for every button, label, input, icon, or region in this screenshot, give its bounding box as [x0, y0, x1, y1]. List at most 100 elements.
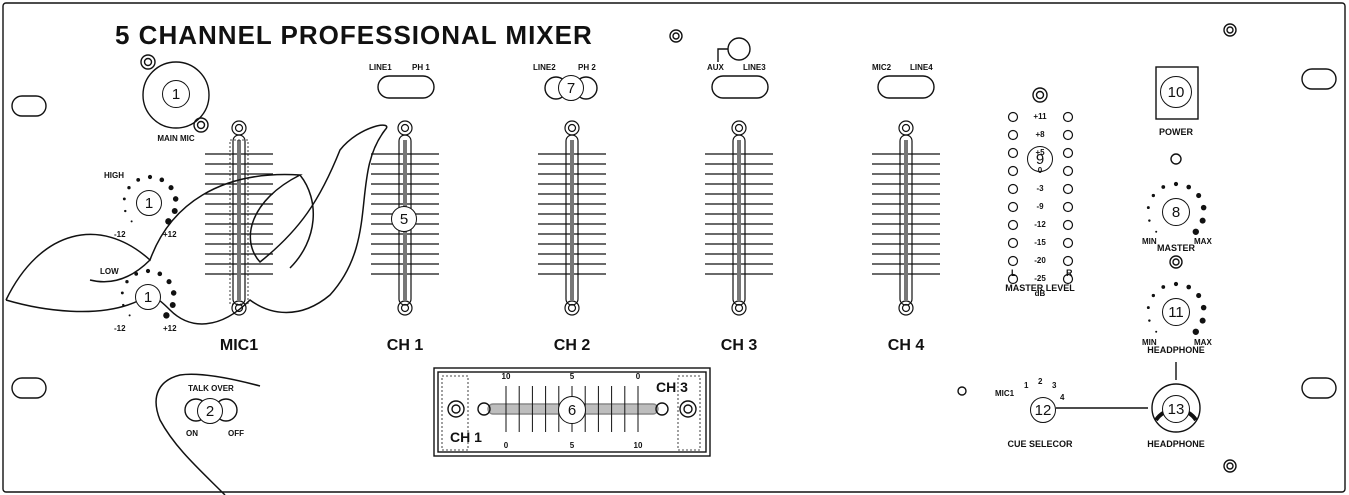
meter-left-label: L [1011, 268, 1017, 278]
meter-led-right [1062, 129, 1074, 141]
callout-10-power: 10 [1160, 76, 1192, 108]
rack-slot-right-bottom [1301, 377, 1337, 399]
crossfader-left-label: CH 1 [450, 429, 482, 445]
fader-ch2 [538, 120, 606, 316]
meter-scale-label: +5 [1035, 148, 1045, 157]
crossfader-bottom-scale-0: 0 [503, 441, 509, 450]
headphone-level-label: HEADPHONE [1147, 345, 1205, 355]
meter-scale-label: -3 [1036, 184, 1044, 193]
ch3-input-switch [711, 75, 769, 99]
fader-mic1-frame [229, 139, 249, 305]
ph1-label: PH 1 [412, 63, 430, 72]
master-knob-dots [1146, 181, 1207, 235]
callout-9-meter: 9 [1027, 146, 1053, 172]
fader-ch3 [705, 120, 773, 316]
fader-ch4 [872, 120, 940, 316]
cue-pos-4: 4 [1060, 393, 1065, 402]
rack-slot-left-top [11, 95, 47, 117]
callout-2-talkover: 2 [197, 398, 223, 424]
meter-scale-label: -15 [1034, 238, 1046, 247]
channel-label-ch1: CH 1 [386, 337, 424, 354]
rack-slot-right-top [1301, 68, 1337, 90]
master-label: MASTER [1157, 243, 1195, 253]
cue-pos-1: 1 [1024, 381, 1029, 390]
meter-scale-label: dB [1034, 289, 1046, 298]
callout-13-headphone: 13 [1162, 395, 1190, 423]
line4-label: LINE4 [910, 63, 933, 72]
power-led [1170, 153, 1182, 165]
meter-led-left [1007, 201, 1019, 213]
line1-label: LINE1 [369, 63, 392, 72]
meter-led-left [1007, 147, 1019, 159]
callout-8-master: 8 [1162, 198, 1190, 226]
headphone-level-max: MAX [1194, 338, 1212, 347]
channel-label-ch4: CH 4 [887, 337, 925, 354]
talkover-off: OFF [228, 429, 244, 438]
eq-high-label: HIGH [104, 171, 124, 180]
ph2-label: PH 2 [578, 63, 596, 72]
headphone-level-min: MIN [1142, 338, 1157, 347]
channel-label-mic1: MIC1 [219, 337, 259, 354]
meter-label: MASTER LEVEL [1005, 283, 1075, 293]
callout-12-cue: 12 [1030, 397, 1056, 423]
meter-scale-label: 0 [1037, 166, 1043, 175]
meter-led-left [1007, 237, 1019, 249]
cue-pos-mic1: MIC1 [995, 389, 1015, 398]
channel-label-ch3: CH 3 [720, 337, 758, 354]
callout-5-fader: 5 [391, 206, 417, 232]
eq-high-max: +12 [163, 230, 177, 239]
meter-led-left [1007, 111, 1019, 123]
line3-label: LINE3 [743, 63, 766, 72]
meter-scale-label: -9 [1036, 202, 1044, 211]
meter-led-right [1062, 165, 1074, 177]
headphone-jack [1151, 383, 1201, 433]
cue-pos-2: 2 [1038, 377, 1043, 386]
callout-7-input-switch: 7 [558, 75, 584, 101]
meter-scale-label: -25 [1034, 274, 1046, 283]
callout-1-high-eq: 1 [136, 190, 162, 216]
talkover-on: ON [186, 429, 198, 438]
fader-mic1 [205, 120, 273, 316]
crossfader-bottom-scale-2: 10 [633, 441, 643, 450]
crossfader-top-scale-1: 5 [569, 372, 575, 381]
mixer-title: 5 CHANNEL PROFESSIONAL MIXER [115, 20, 593, 50]
meter-scale-label: -12 [1034, 220, 1046, 229]
ch4-input-switch [877, 75, 935, 99]
screw-icons [140, 23, 1237, 473]
meter-led-right [1062, 183, 1074, 195]
meter-led-right [1062, 111, 1074, 123]
meter-led-left [1007, 165, 1019, 177]
meter-scale-label: +8 [1035, 130, 1045, 139]
talkover-label: TALK OVER [188, 384, 234, 393]
meter-right-label: R [1066, 268, 1073, 278]
eq-high-min: -12 [114, 230, 126, 239]
master-max: MAX [1194, 237, 1212, 246]
aux-label: AUX [707, 63, 724, 72]
cue-pos-3: 3 [1052, 381, 1057, 390]
rack-slot-left-bottom [11, 377, 47, 399]
crossfader-top-scale-0: 10 [501, 372, 511, 381]
power-label: POWER [1158, 127, 1194, 137]
master-min: MIN [1142, 237, 1157, 246]
eq-low-knob-dots [120, 268, 177, 319]
eq-low-min: -12 [114, 324, 126, 333]
channel-label-ch2: CH 2 [553, 337, 591, 354]
meter-led-left [1007, 273, 1019, 285]
crossfader-top-scale-2: 0 [635, 372, 641, 381]
power-switch [1155, 66, 1199, 120]
meter-led-right [1062, 237, 1074, 249]
eq-low-label: LOW [100, 267, 119, 276]
callout-1-main-mic: 1 [162, 80, 190, 108]
meter-led-right [1062, 219, 1074, 231]
meter-led-left [1007, 219, 1019, 231]
decorative-flame-art [5, 124, 388, 495]
aux-jack [727, 37, 751, 61]
line2-label: LINE2 [533, 63, 556, 72]
main-mic-label: MAIN MIC [157, 134, 195, 143]
callout-6-crossfader: 6 [558, 396, 586, 424]
cue-selector-label: CUE SELECOR [1007, 439, 1073, 449]
meter-scale-label: -20 [1034, 256, 1046, 265]
meter-led-left [1007, 129, 1019, 141]
callout-1-low-eq: 1 [135, 284, 161, 310]
